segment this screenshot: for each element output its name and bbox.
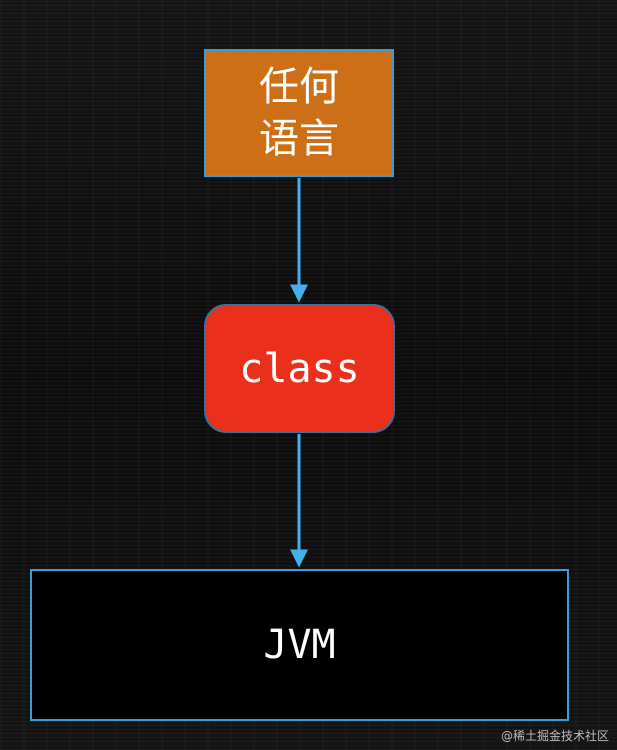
jvm-label: JVM <box>263 622 336 668</box>
jvm-node: JVM <box>30 569 569 721</box>
class-label: class <box>239 345 360 392</box>
any-language-label: 任何语言 <box>259 64 339 162</box>
watermark: @稀土掘金技术社区 <box>500 729 609 743</box>
any-language-node: 任何语言 <box>204 49 394 177</box>
class-node: class <box>204 304 395 433</box>
